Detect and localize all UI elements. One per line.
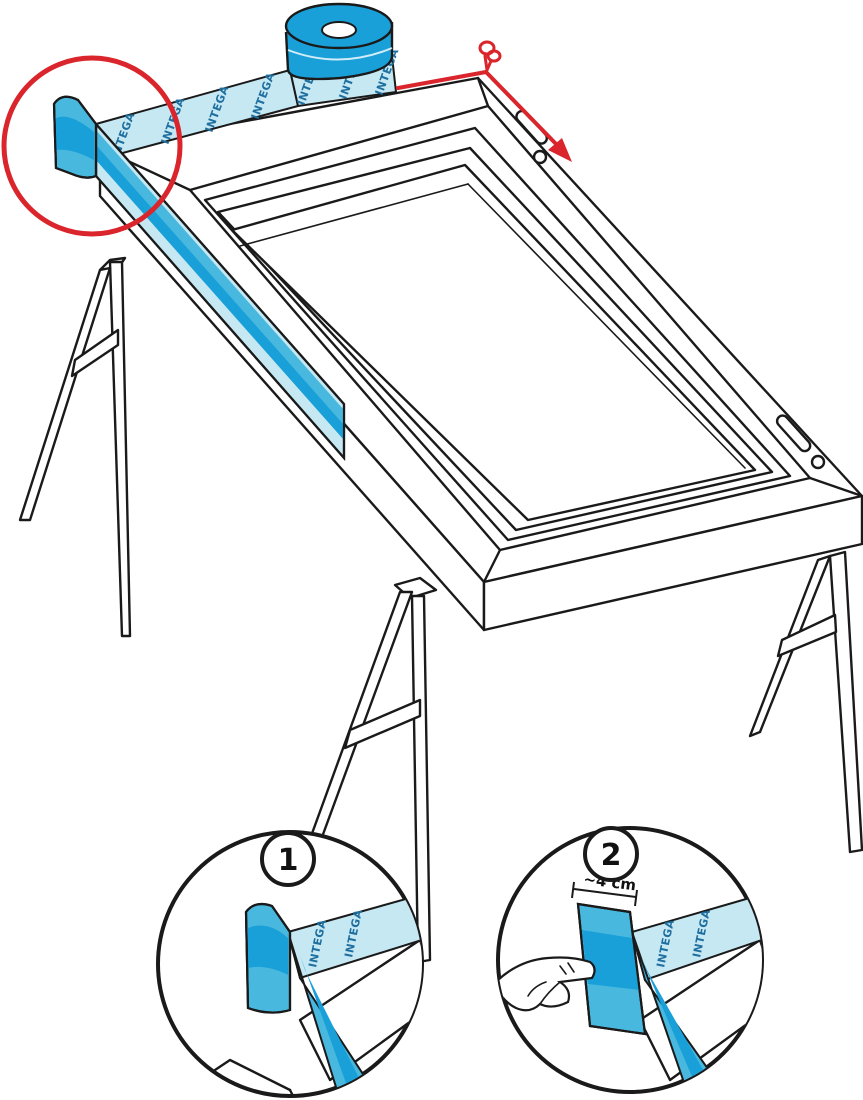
tape-folded-end bbox=[52, 95, 98, 179]
arrow-right-icon bbox=[548, 138, 572, 162]
sawhorse-right bbox=[748, 550, 863, 854]
step-1-number: 1 bbox=[278, 843, 299, 878]
window-frame bbox=[98, 76, 863, 632]
detail-step-2: INTEGA INTEGA ~4 cm 2 bbox=[496, 826, 764, 1094]
tape-roll bbox=[284, 2, 394, 81]
sawhorse-left-top bbox=[18, 256, 132, 638]
step-2-badge bbox=[583, 826, 639, 882]
sawhorse-front bbox=[304, 576, 438, 964]
step-2-number: 2 bbox=[601, 838, 622, 873]
step-1-badge bbox=[260, 831, 316, 887]
detail-step-1: INTEGA INTEGA 1 bbox=[156, 830, 424, 1098]
red-circle-highlight bbox=[1, 55, 183, 237]
cut-direction-arrow bbox=[396, 70, 572, 162]
scissors-icon bbox=[478, 40, 502, 72]
hand-pressing-tape bbox=[498, 956, 596, 1012]
